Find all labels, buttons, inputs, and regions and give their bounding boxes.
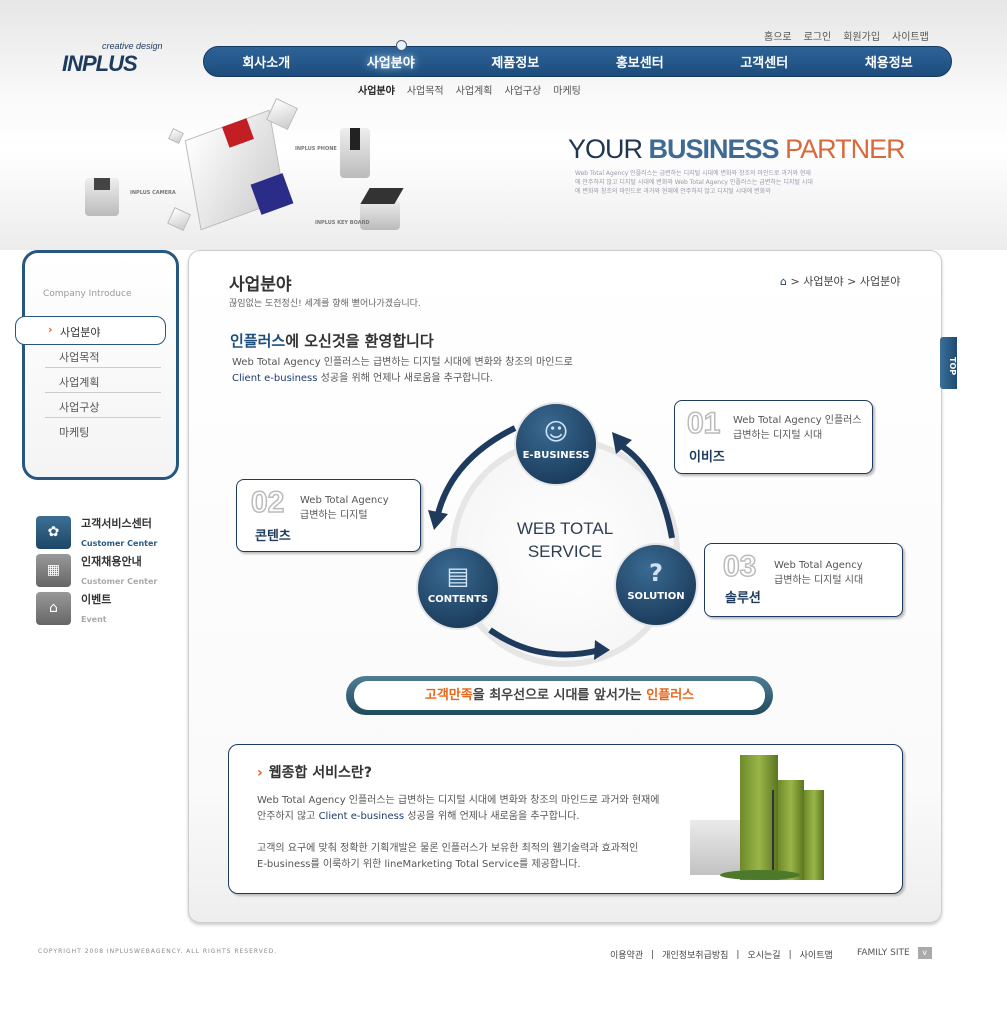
logo-tagline: creative design bbox=[102, 41, 163, 51]
center-label: WEB TOTAL SERVICE bbox=[516, 519, 614, 561]
node-ebusiness: ☺E-BUSINESS bbox=[514, 402, 598, 486]
footer-sitemap-link[interactable]: 사이트맵 bbox=[799, 951, 833, 961]
directions-link[interactable]: 오시는길 bbox=[747, 951, 781, 961]
chevron-right-icon: › bbox=[48, 323, 53, 336]
service-title: ›웹종합 서비스란? bbox=[257, 765, 372, 781]
sidebar-item-plan[interactable]: 사업계획 bbox=[45, 368, 161, 393]
product-label: INPLUS PHONE bbox=[295, 146, 337, 152]
hero-description: Web Total Agency 인플러스는 급변하는 디지털 시대에 변화와 … bbox=[575, 170, 813, 195]
node-solution: ?SOLUTION bbox=[614, 543, 698, 627]
logo-text: INPLUS bbox=[62, 51, 138, 76]
quick-link-customer-service[interactable]: ✿ 고객서비스센터 Customer Center bbox=[36, 515, 157, 550]
person-question-icon: ? bbox=[649, 559, 663, 587]
sidebar-item-label: 사업분야 bbox=[60, 326, 101, 339]
card-number: 02 bbox=[250, 485, 285, 520]
camera-image bbox=[94, 178, 110, 190]
family-site-label: FAMILY SITE bbox=[857, 948, 910, 958]
footer-links: 이용약관| 개인정보취급방침| 오시는길| 사이트맵 bbox=[610, 949, 833, 962]
copyright: COPYRIGHT 2008 INPLUSWEBAGENCY. ALL RIGH… bbox=[38, 948, 278, 955]
arrow-solution-to-ebiz bbox=[618, 442, 675, 539]
breadcrumb-text: > 사업분야 > 사업분야 bbox=[790, 275, 901, 288]
home-link[interactable]: 홈으로 bbox=[764, 32, 792, 43]
join-link[interactable]: 회원가입 bbox=[843, 32, 881, 43]
sidebar-menu bbox=[22, 250, 179, 480]
quick-link-sub: Customer Center bbox=[81, 577, 158, 586]
subnav-marketing[interactable]: 마케팅 bbox=[553, 86, 581, 97]
sub-nav: 사업분야 사업목적 사업계획 사업구상 마케팅 bbox=[358, 82, 581, 97]
sitemap-link[interactable]: 사이트맵 bbox=[892, 32, 929, 43]
product-label: INPLUS CAMERA bbox=[130, 190, 176, 196]
card-number: 01 bbox=[686, 406, 721, 441]
slogan-banner: 고객만족을 최우선으로 시대를 앞서가는 인플러스 bbox=[346, 676, 773, 715]
utility-links: 홈으로 로그인 회원가입 사이트맵 bbox=[752, 25, 929, 44]
subnav-idea[interactable]: 사업구상 bbox=[504, 86, 542, 97]
card-name: 솔루션 bbox=[725, 591, 761, 606]
logo[interactable]: creative design INPLUS bbox=[62, 41, 163, 76]
sidebar-heading: Company Introduce bbox=[43, 289, 132, 299]
quick-link-event[interactable]: ⌂ 이벤트 Event bbox=[36, 591, 111, 626]
subnav-purpose[interactable]: 사업목적 bbox=[406, 86, 444, 97]
page-title: 사업분야 bbox=[229, 275, 292, 295]
sidebar-item-purpose[interactable]: 사업목적 bbox=[45, 343, 161, 368]
quick-link-sub: Event bbox=[81, 615, 107, 624]
arrow-contents-to-solution bbox=[488, 627, 601, 658]
main-nav: 회사소개 사업분야 제품정보 홍보센터 고객센터 채용정보 bbox=[203, 46, 952, 77]
service-body: Web Total Agency 인플러스는 급변하는 디지털 시대에 변화와 … bbox=[257, 795, 660, 870]
privacy-link[interactable]: 개인정보취급방침 bbox=[662, 951, 729, 961]
product-label: INPLUS KEY BOARD bbox=[315, 220, 370, 226]
welcome-heading: 인플러스에 오신것을 환영합니다 bbox=[230, 332, 434, 350]
subnav-plan[interactable]: 사업계획 bbox=[455, 86, 493, 97]
quick-link-title: 고객서비스센터 bbox=[81, 517, 152, 530]
hero-title: YOUR BUSINESS PARTNER bbox=[568, 134, 906, 164]
sidebar-item-marketing[interactable]: 마케팅 bbox=[59, 426, 90, 439]
card-name: 콘텐츠 bbox=[255, 529, 291, 544]
login-link[interactable]: 로그인 bbox=[803, 32, 832, 43]
nav-business[interactable]: 사업분야 bbox=[366, 56, 415, 71]
intro-text: Web Total Agency 인플러스는 급변하는 디지털 시대에 변화와 … bbox=[232, 357, 573, 384]
quick-link-title: 인재채용안내 bbox=[81, 555, 142, 568]
customer-service-icon: ✿ bbox=[36, 516, 71, 549]
nav-customer[interactable]: 고객센터 bbox=[740, 56, 789, 71]
node-contents: ▤CONTENTS bbox=[416, 546, 500, 630]
chevron-down-icon: v bbox=[917, 947, 932, 959]
home-icon[interactable]: ⌂ bbox=[780, 275, 787, 288]
nav-products[interactable]: 제품정보 bbox=[491, 56, 540, 71]
quick-link-sub: Customer Center bbox=[81, 539, 158, 548]
nav-pr-center[interactable]: 홍보센터 bbox=[615, 56, 664, 71]
active-nav-indicator bbox=[396, 40, 407, 51]
page-subtitle: 끊임없는 도전정신! 세계를 향해 뻗어나가겠습니다. bbox=[229, 299, 421, 309]
nav-company[interactable]: 회사소개 bbox=[242, 56, 291, 71]
scroll-top-button[interactable]: TOP bbox=[940, 337, 957, 389]
headset-smile-icon: ☺ bbox=[543, 418, 569, 446]
header-background bbox=[0, 0, 1007, 250]
chevron-right-icon: › bbox=[257, 765, 263, 781]
family-site-select[interactable]: FAMILY SITE v bbox=[857, 947, 932, 959]
cycle-arrows bbox=[428, 425, 675, 660]
subnav-business[interactable]: 사업분야 bbox=[358, 86, 395, 97]
quick-link-recruit[interactable]: ▦ 인재채용안내 Customer Center bbox=[36, 553, 157, 588]
arrow-ebiz-to-contents bbox=[434, 425, 517, 519]
sidebar-item-idea[interactable]: 사업구상 bbox=[45, 393, 161, 418]
card-number: 03 bbox=[722, 549, 757, 584]
terms-link[interactable]: 이용약관 bbox=[610, 951, 644, 961]
document-icon: ▤ bbox=[446, 562, 470, 590]
growth-bars-illustration bbox=[690, 750, 840, 885]
hero-cube-illustration: INPLUS PHONE INPLUS KEY BOARD bbox=[150, 98, 410, 240]
quick-link-title: 이벤트 bbox=[81, 593, 112, 606]
breadcrumb: ⌂ > 사업분야 > 사업분야 bbox=[780, 273, 900, 289]
nav-recruit[interactable]: 채용정보 bbox=[864, 56, 913, 71]
recruit-icon: ▦ bbox=[36, 554, 71, 587]
gift-icon: ⌂ bbox=[36, 592, 71, 625]
sidebar-item-business[interactable]: › 사업분야 bbox=[15, 316, 166, 345]
card-name: 이비즈 bbox=[689, 450, 725, 465]
